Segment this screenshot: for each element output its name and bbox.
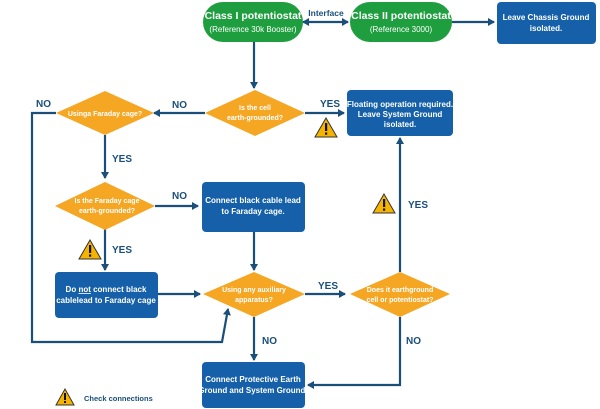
protective-line1: Connect Protective Earth xyxy=(205,375,301,384)
protective-earth-node: Connect Protective Earth Ground and Syst… xyxy=(198,362,308,408)
class2-node: Class II potentiostat (Reference 3000) xyxy=(350,2,452,42)
earthground-cell-decision: Does it earthground cell or potentiostat… xyxy=(350,272,450,317)
earth-grounded-decision: Is the cell earth-grounded? xyxy=(205,90,305,136)
faraday-no-connector xyxy=(30,111,231,344)
faraday-yes-label: YES xyxy=(112,154,132,165)
floating-line3: isolated. xyxy=(384,120,416,129)
floating-line2: Leave System Ground xyxy=(358,110,443,119)
floating-line1: Floating operation required. xyxy=(347,100,453,109)
faraday-grounded-line2: earth-grounded? xyxy=(79,208,135,215)
interface-label: Interface xyxy=(308,8,344,18)
do-not-line2: cablelead to Faraday cage xyxy=(56,296,156,305)
aux-yes-label: YES xyxy=(318,281,338,292)
earthground-yes-label: YES xyxy=(408,200,428,211)
earthground-line1: Does it earthground xyxy=(367,287,434,294)
faraday-grounded-line1: Is the Faraday cage xyxy=(75,198,140,205)
earth-yes-label: YES xyxy=(320,99,340,110)
faraday-q-line1: Usinga Faraday cage? xyxy=(68,111,142,118)
warning-icon xyxy=(314,117,338,138)
aux-decision: Using any auxiliary apparatus? xyxy=(203,272,305,317)
connect-black-node: Connect black cable lead to Faraday cage… xyxy=(202,182,305,232)
do-not-connect-node: Do not connect black cablelead to Farada… xyxy=(55,272,158,318)
chassis-line2: isolated. xyxy=(530,24,562,33)
class2-subtitle: (Reference 3000) xyxy=(370,25,433,34)
faraday-grounded-yes-label: YES xyxy=(112,245,132,256)
do-not-line1: Do not connect black xyxy=(66,285,147,294)
chassis-node: Leave Chassis Ground isolated. xyxy=(497,2,596,44)
class1-node: Class I potentiostat (Reference 30k Boos… xyxy=(203,2,303,42)
connect-black-line2: to Faraday cage. xyxy=(221,207,284,216)
warning-icon xyxy=(372,193,396,214)
aux-no-label: NO xyxy=(262,336,277,347)
earthground-no-connector xyxy=(307,317,402,389)
floating-node: Floating operation required. Leave Syste… xyxy=(347,90,453,136)
earthground-line2: cell or potentiostat? xyxy=(367,297,434,304)
aux-line1: Using any auxiliary xyxy=(222,287,286,294)
legend-text: Check connections xyxy=(84,394,153,403)
aux-line2: apparatus? xyxy=(235,297,273,304)
connectors xyxy=(30,18,495,389)
faraday-no-label: NO xyxy=(36,99,51,110)
warning-icon xyxy=(78,239,102,260)
class2-title: Class II potentiostat xyxy=(351,10,451,22)
faraday-grounded-no-label: NO xyxy=(172,191,187,202)
class1-subtitle: (Reference 30k Booster) xyxy=(209,25,296,34)
earth-grounded-line1: Is the cell xyxy=(239,105,271,112)
protective-line2: Ground and System Ground. xyxy=(198,386,307,395)
legend: Check connections xyxy=(55,387,153,406)
faraday-grounded-decision: Is the Faraday cage earth-grounded? xyxy=(55,182,155,230)
class1-title: Class I potentiostat xyxy=(205,10,302,22)
earth-grounded-line2: earth-grounded? xyxy=(227,115,283,122)
earthground-no-label: NO xyxy=(406,336,421,347)
faraday-decision: Usinga Faraday cage? xyxy=(56,91,154,135)
warning-icon xyxy=(55,387,75,406)
connect-black-line1: Connect black cable lead xyxy=(205,196,301,205)
chassis-line1: Leave Chassis Ground xyxy=(503,13,590,22)
earth-no-label: NO xyxy=(172,100,187,111)
